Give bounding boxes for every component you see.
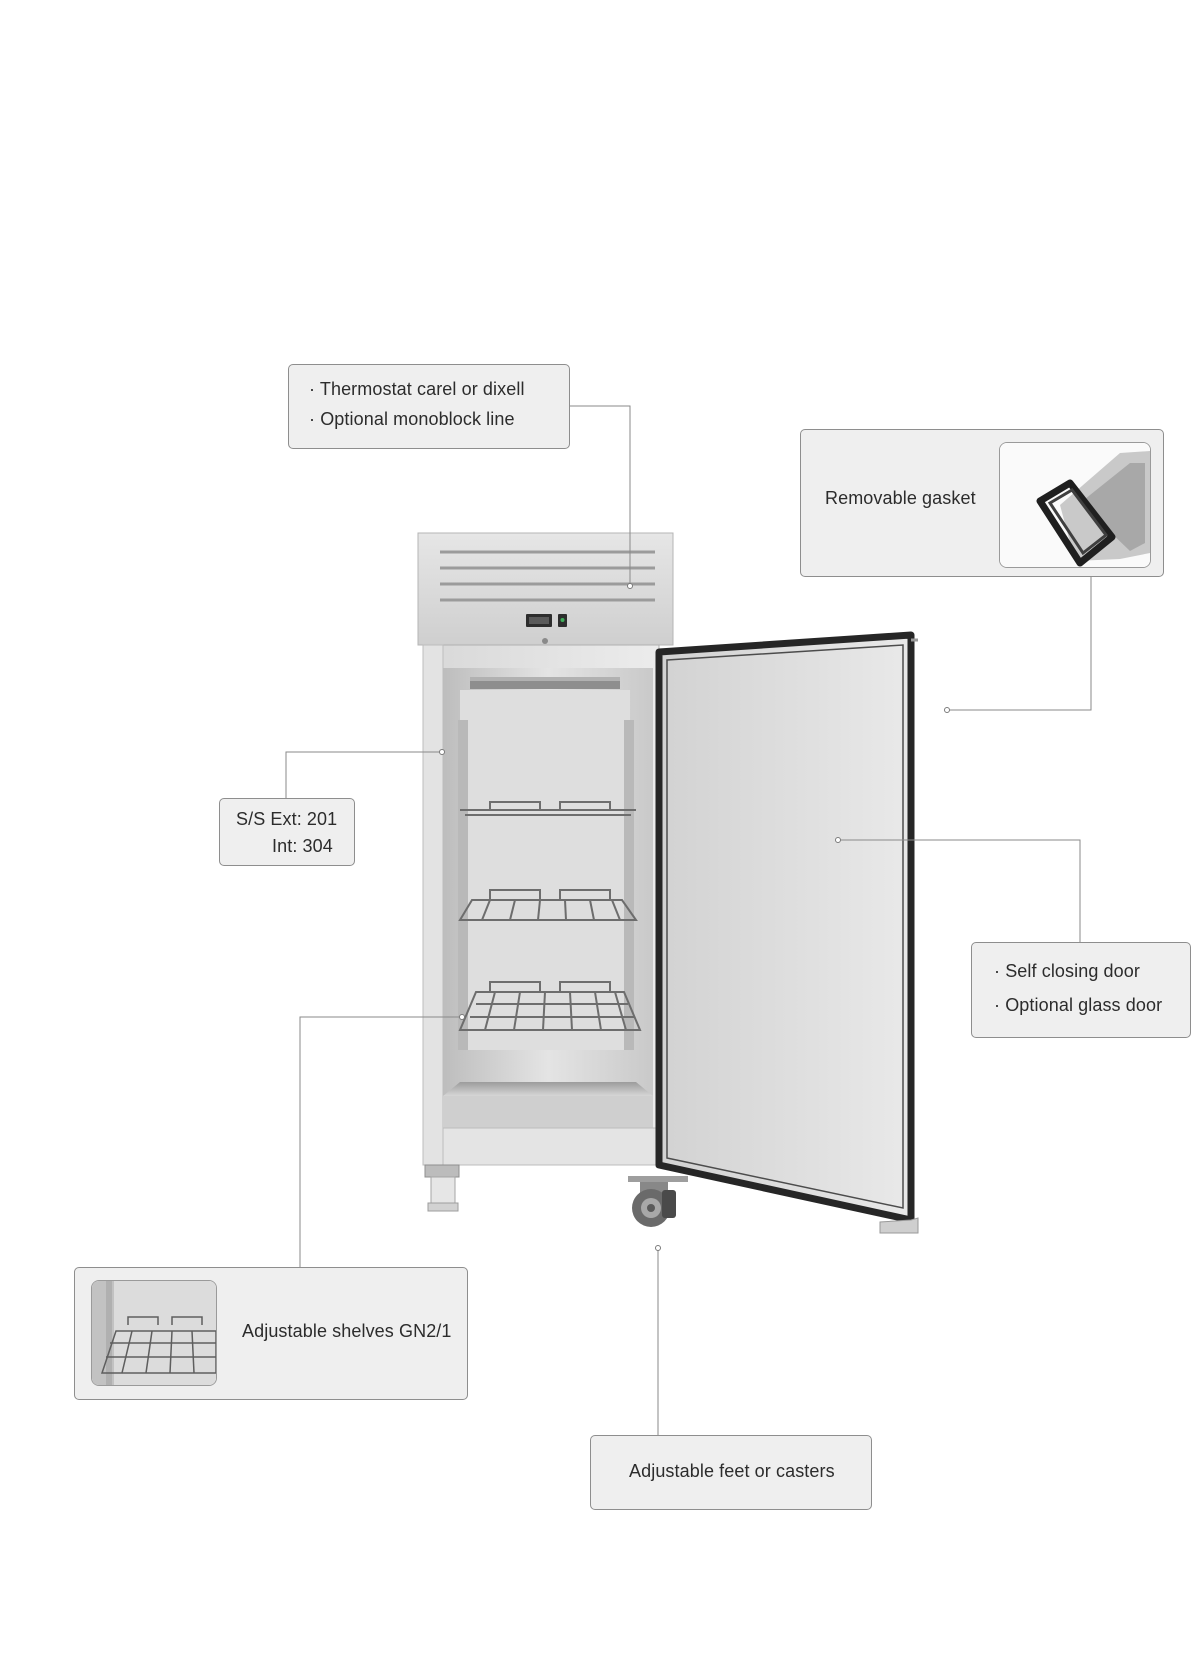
steel-pointer-dot [439, 749, 445, 755]
thermostat-line-2: · Optional monoblock line [309, 409, 515, 429]
gasket-label: Removable gasket [825, 488, 976, 508]
wire-shelf-top [460, 801, 636, 816]
steel-line-2: Int: 304 [272, 836, 333, 856]
stainless-steel-callout: S/S Ext: 201 Int: 304 [219, 798, 355, 866]
feet-pointer-dot [655, 1245, 661, 1251]
thermostat-pointer-dot [627, 583, 633, 589]
steel-line-1: S/S Ext: 201 [236, 809, 338, 829]
shelves-callout: Adjustable shelves GN2/1 [74, 1267, 468, 1400]
gasket-pointer-dot [944, 707, 950, 713]
wire-shelf-bottom [458, 981, 642, 1031]
thermostat-line-1: · Thermostat carel or dixell [309, 379, 525, 399]
wire-shelf-middle [458, 889, 638, 921]
thermostat-display-icon [526, 614, 567, 627]
cabinet-body [422, 644, 660, 1166]
shelves-label: Adjustable shelves GN2/1 [242, 1321, 452, 1341]
gasket-callout: Removable gasket [800, 429, 1164, 577]
open-door [655, 631, 919, 1234]
thermostat-callout: · Thermostat carel or dixell · Optional … [288, 364, 570, 449]
adjustable-foot-icon [424, 1164, 460, 1212]
wire-shelf-photo-icon [91, 1280, 217, 1386]
door-line-1: · Self closing door [994, 961, 1140, 981]
feet-label: Adjustable feet or casters [629, 1461, 835, 1481]
door-pointer-dot [835, 837, 841, 843]
door-line-2: · Optional glass door [994, 995, 1163, 1015]
shelves-pointer-dot [459, 1014, 465, 1020]
door-callout: · Self closing door · Optional glass doo… [971, 942, 1191, 1038]
caster-wheel-icon [628, 1176, 688, 1227]
feet-callout: Adjustable feet or casters [590, 1435, 872, 1510]
door-gasket-photo-icon [999, 442, 1151, 568]
